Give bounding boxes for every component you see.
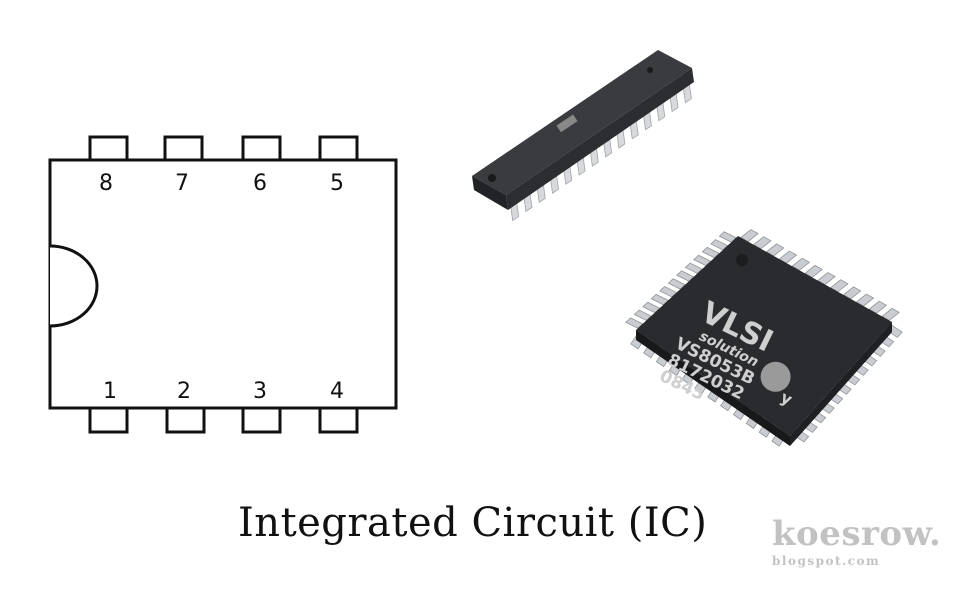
- dip28-chip-photo: [472, 50, 694, 222]
- qfp-chip-leg: [642, 301, 661, 314]
- bottom-pin-2: [165, 406, 206, 434]
- qfp-chip-body: [636, 236, 892, 436]
- top-pin-5: [318, 135, 359, 163]
- watermark-main: koesrow.: [772, 514, 942, 554]
- top-pin-6: [241, 135, 282, 163]
- dip-notch: [49, 244, 99, 328]
- watermark-sub: blogspot.com: [772, 554, 881, 568]
- bottom-pin-4: [318, 406, 359, 434]
- qfp-chip-leg: [693, 254, 712, 267]
- qfp-logo-icon: [760, 361, 791, 392]
- qfp-chip-leg: [765, 243, 785, 257]
- dip8-pinout-diagram: [48, 135, 398, 434]
- top-pin-8: [88, 135, 129, 163]
- top-pin-7: [163, 135, 204, 163]
- dip-body-outline: [48, 158, 398, 410]
- pin-label-bottom-1: 1: [103, 379, 117, 404]
- qfp-chip-photo: VLSI solution VS8053B 8172032 0845 y: [625, 229, 903, 447]
- pin-label-bottom-4: 4: [330, 379, 344, 404]
- pin-label-top-2: 7: [175, 171, 189, 196]
- qfp-chip-leg: [701, 246, 720, 259]
- pin-label-top-4: 5: [330, 171, 344, 196]
- bottom-pin-1: [88, 406, 129, 434]
- pin-label-bottom-3: 3: [253, 379, 267, 404]
- caption-title: Integrated Circuit (IC): [238, 500, 708, 546]
- pin-label-top-1: 8: [99, 171, 113, 196]
- pin-label-top-3: 6: [253, 171, 267, 196]
- pin-label-bottom-2: 2: [177, 379, 191, 404]
- bottom-pin-3: [241, 406, 282, 434]
- qfp-chip-leg: [667, 278, 686, 290]
- qfp-chip-leg: [718, 231, 737, 243]
- qfp-chip-leg: [740, 229, 759, 243]
